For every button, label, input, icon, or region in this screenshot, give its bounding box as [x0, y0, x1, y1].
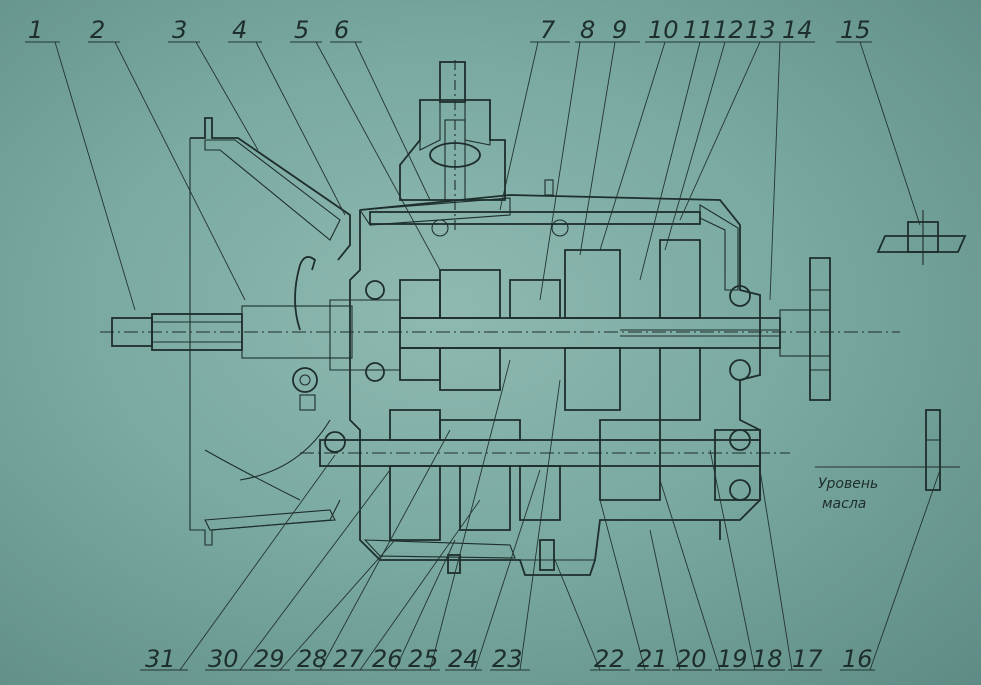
release-fork [292, 256, 318, 411]
upper-gears [399, 239, 701, 421]
callout-1: 1 [28, 16, 43, 44]
callout-25: 25 [408, 645, 439, 673]
callout-17: 17 [792, 645, 823, 673]
callout-14: 14 [782, 16, 813, 44]
callout-27: 27 [333, 645, 364, 673]
callout-26: 26 [372, 645, 403, 673]
callout-23: 23 [492, 645, 523, 673]
callout-9: 9 [612, 16, 627, 44]
callout-15: 15 [840, 16, 871, 44]
callout-31: 31 [145, 645, 176, 673]
drain-plug [447, 539, 555, 574]
callout-10: 10 [648, 16, 679, 44]
callout-19: 19 [717, 645, 748, 673]
callout-7: 7 [540, 16, 556, 44]
clutch-housing [189, 117, 351, 546]
oil-level-label-line1: Уровень [818, 476, 878, 492]
callout-8: 8 [580, 16, 595, 44]
oil-level-label: Уровень масла [818, 476, 878, 512]
callout-18: 18 [752, 645, 783, 673]
detail-15 [876, 210, 967, 265]
callout-20: 20 [676, 645, 707, 673]
bottom-leaders [140, 359, 941, 671]
bearings [324, 280, 751, 501]
callout-4: 4 [232, 16, 247, 44]
callout-3: 3 [172, 16, 187, 44]
gearbox-housing [349, 194, 761, 576]
callout-11: 11 [683, 16, 714, 44]
main-shaft [399, 257, 831, 401]
detail-16 [910, 409, 960, 491]
countershaft [300, 409, 790, 541]
top-leaders [25, 41, 921, 311]
callout-29: 29 [254, 645, 285, 673]
shift-tower [399, 60, 506, 230]
callout-6: 6 [334, 16, 349, 44]
callout-12: 12 [713, 16, 744, 44]
callout-21: 21 [637, 645, 668, 673]
callout-28: 28 [297, 645, 328, 673]
oil-level-label-line2: масла [822, 496, 866, 512]
shift-rail [369, 179, 701, 237]
top-callout-labels: 1 2 3 4 5 6 7 8 9 10 11 12 13 14 15 [28, 16, 871, 44]
callout-30: 30 [208, 645, 239, 673]
callout-13: 13 [745, 16, 776, 44]
callout-5: 5 [294, 16, 309, 44]
bottom-callout-labels: 31 30 29 28 27 26 25 24 23 22 21 20 19 1… [145, 645, 873, 673]
callout-2: 2 [90, 16, 105, 44]
callout-16: 16 [842, 645, 873, 673]
callout-24: 24 [448, 645, 479, 673]
callout-22: 22 [594, 645, 625, 673]
